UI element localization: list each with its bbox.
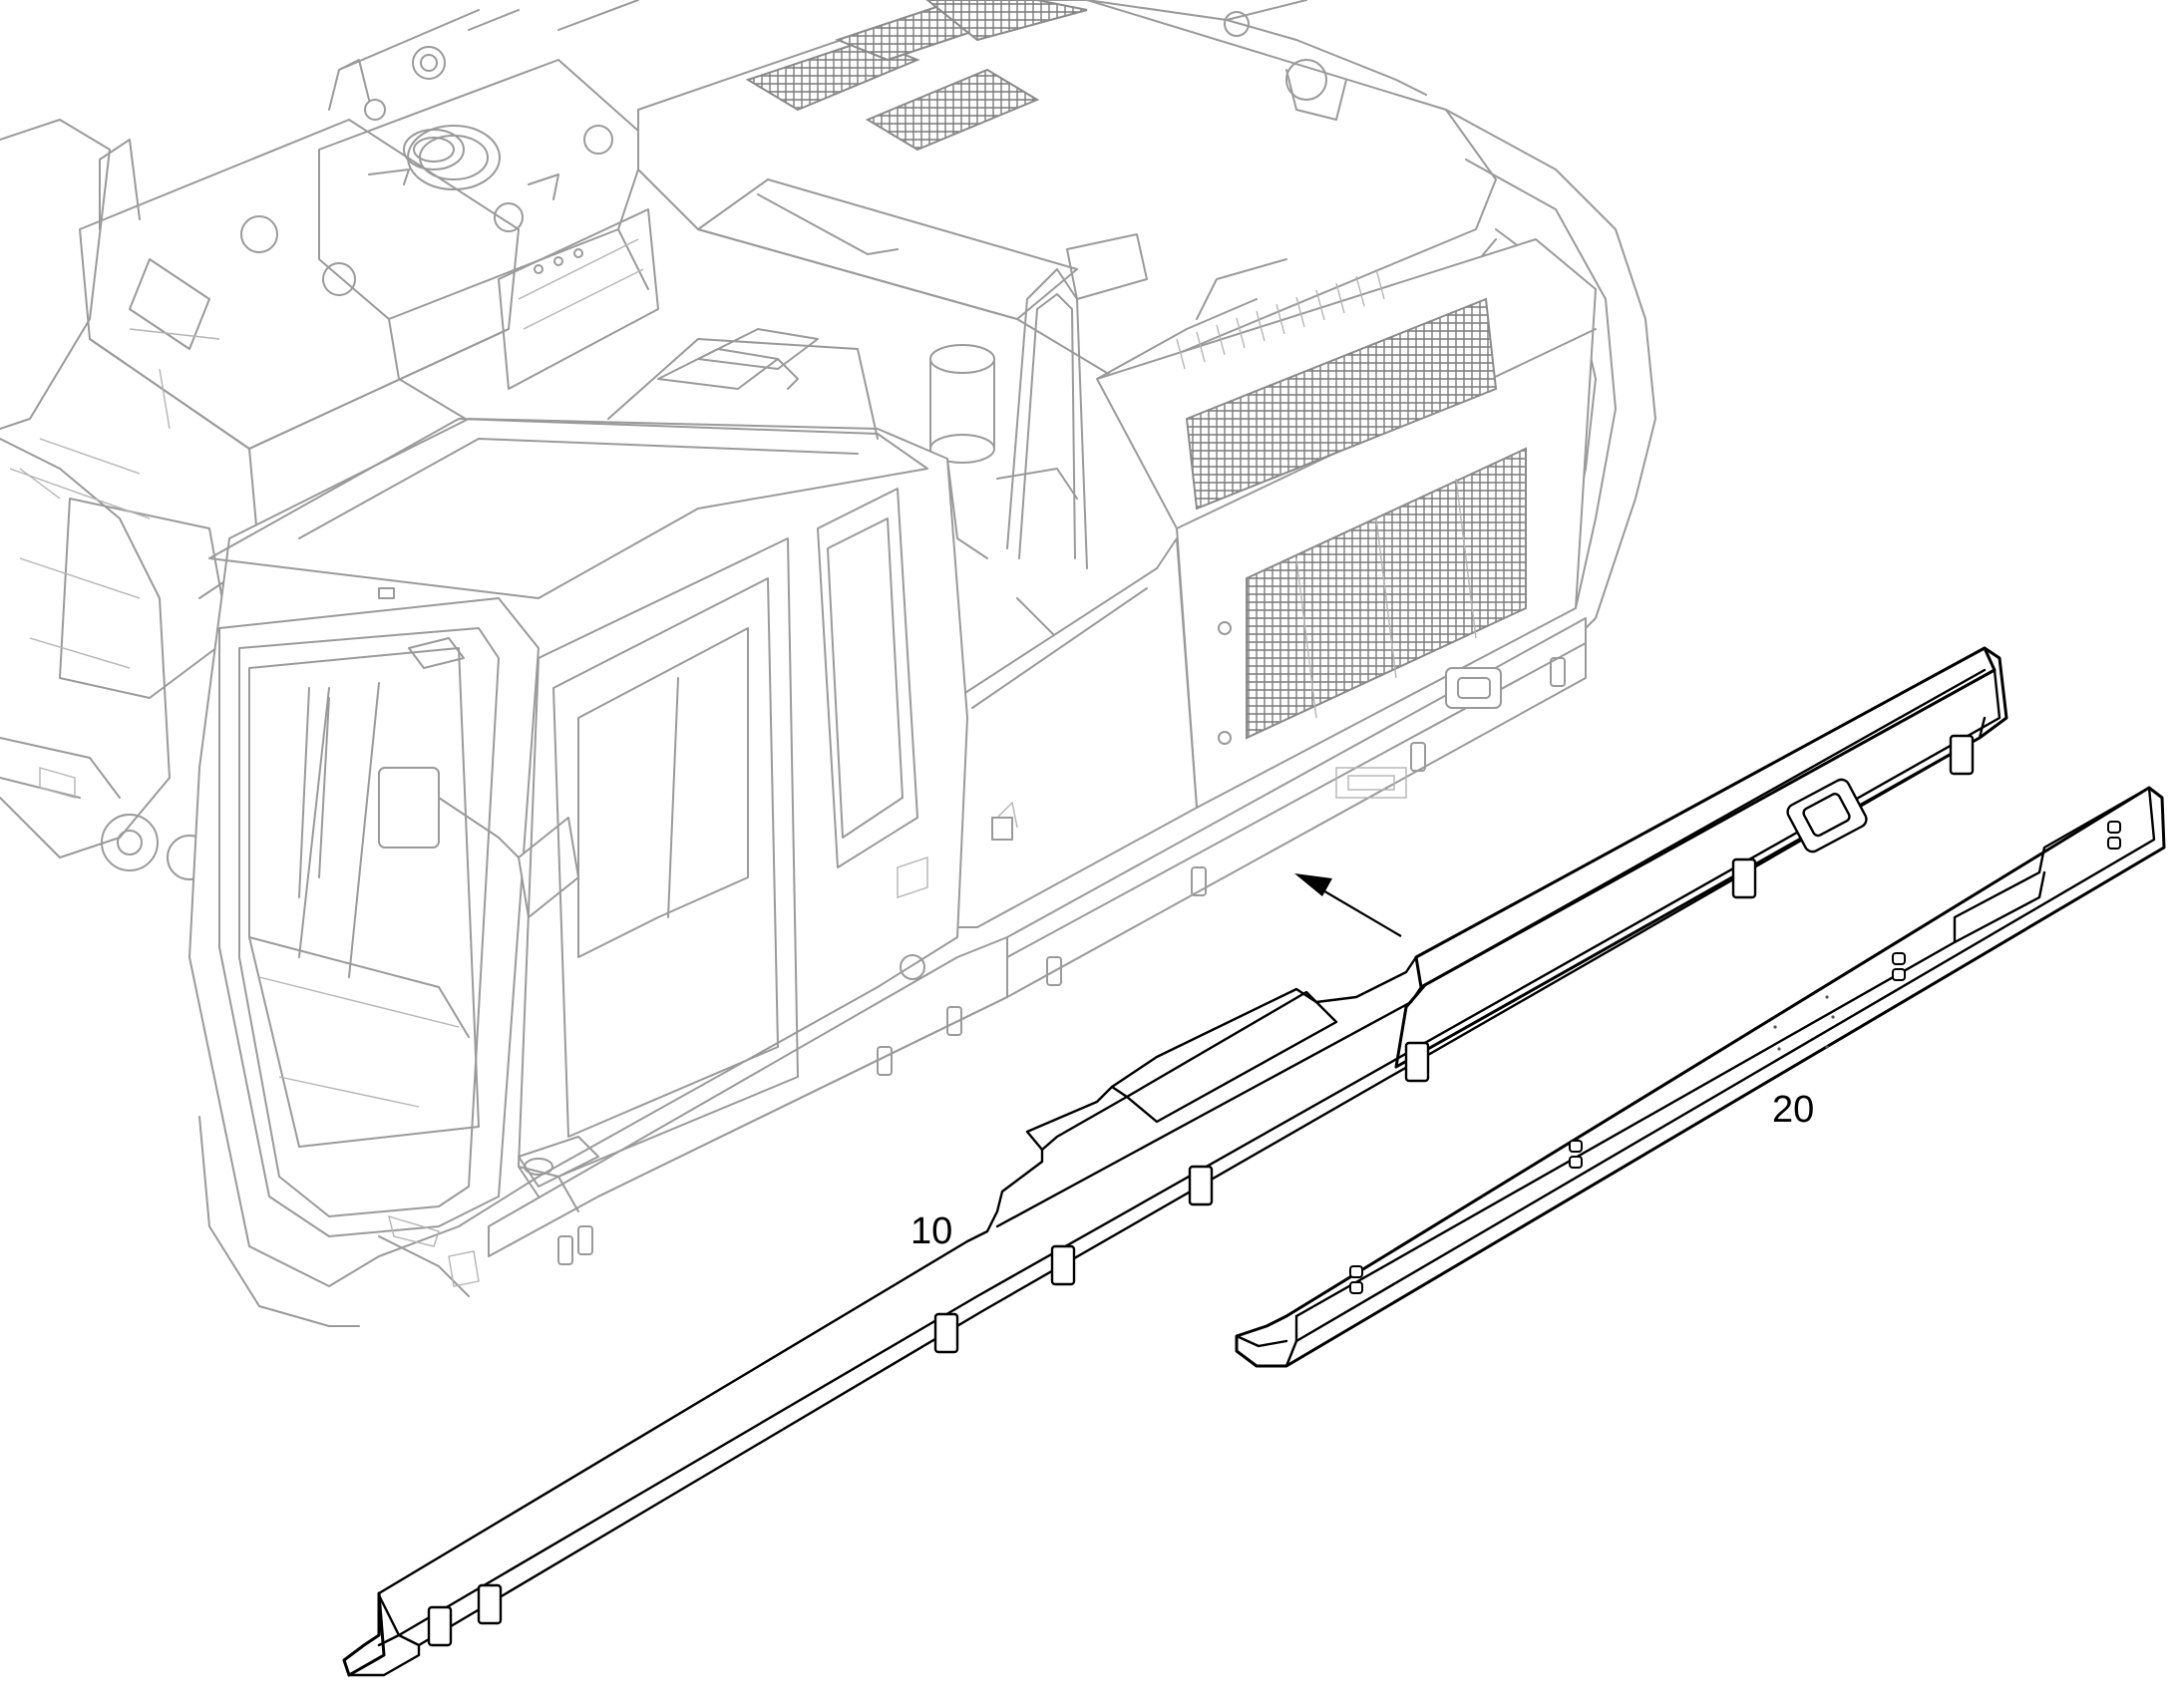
part-10-brackets xyxy=(427,734,1975,1647)
installation-arrow xyxy=(1294,873,1402,937)
side-cover-part-10 xyxy=(342,646,2008,1677)
side-plate-part-20 xyxy=(1235,786,2166,1368)
part-20-holes xyxy=(1349,821,2121,1294)
callout-part-20: 20 xyxy=(1772,1089,1814,1131)
callout-part-10: 10 xyxy=(910,1210,952,1252)
excavator-upper-structure xyxy=(0,0,1656,1327)
